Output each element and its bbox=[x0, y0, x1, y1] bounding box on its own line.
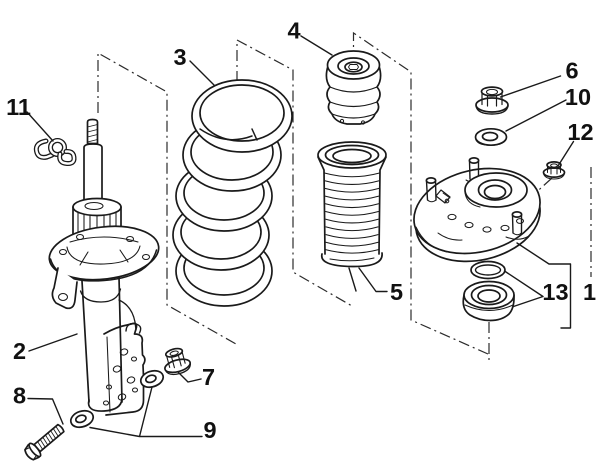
leader-4 bbox=[300, 35, 333, 56]
leader-13 bbox=[503, 270, 544, 308]
flanged-nut-6-drawing bbox=[475, 86, 509, 115]
washer-9a-drawing bbox=[139, 369, 165, 389]
callout-labels: 1 2 3 4 5 6 7 8 9 10 11 12 13 bbox=[6, 18, 596, 444]
callout-11[interactable]: 11 bbox=[6, 94, 31, 120]
callout-9[interactable]: 9 bbox=[203, 417, 216, 443]
assembly-1-bracket bbox=[516, 242, 572, 329]
washer-9b-drawing bbox=[69, 409, 95, 429]
leader-11 bbox=[26, 111, 54, 142]
washer-10-drawing bbox=[474, 127, 508, 147]
callout-8[interactable]: 8 bbox=[13, 383, 26, 409]
callout-2[interactable]: 2 bbox=[13, 338, 26, 364]
callout-4[interactable]: 4 bbox=[287, 18, 300, 44]
bump-stop-drawing bbox=[325, 50, 382, 125]
coil-spring-drawing bbox=[172, 79, 293, 307]
callout-13[interactable]: 13 bbox=[542, 279, 568, 305]
leader-2 bbox=[28, 333, 78, 352]
group-boundary-lines bbox=[97, 31, 592, 360]
callout-6[interactable]: 6 bbox=[565, 58, 578, 84]
leader-5 bbox=[348, 267, 388, 293]
strut-mount-drawing bbox=[413, 157, 541, 263]
callout-12[interactable]: 12 bbox=[567, 119, 593, 145]
leader-3 bbox=[189, 60, 215, 86]
oring-drawing bbox=[470, 260, 506, 280]
callout-3[interactable]: 3 bbox=[173, 44, 186, 70]
callout-1[interactable]: 1 bbox=[583, 279, 596, 305]
leader-12 bbox=[557, 140, 575, 167]
leader-lines bbox=[26, 35, 575, 438]
dust-boot-drawing bbox=[317, 141, 387, 268]
flanged-nut-7-drawing bbox=[164, 347, 192, 376]
callout-10[interactable]: 10 bbox=[565, 84, 591, 110]
leader-7 bbox=[177, 371, 202, 383]
bearing-drawing bbox=[462, 280, 515, 322]
leader-9 bbox=[89, 386, 203, 438]
small-nut-12-drawing bbox=[542, 161, 566, 180]
leader-10 bbox=[505, 99, 567, 132]
bolt-8-drawing bbox=[24, 423, 65, 461]
callout-5[interactable]: 5 bbox=[390, 279, 403, 305]
strut-drawing bbox=[48, 118, 160, 416]
retaining-clip-drawing bbox=[33, 138, 77, 167]
callout-7[interactable]: 7 bbox=[202, 364, 215, 390]
leader-8 bbox=[27, 397, 64, 425]
leader-6 bbox=[499, 75, 562, 98]
